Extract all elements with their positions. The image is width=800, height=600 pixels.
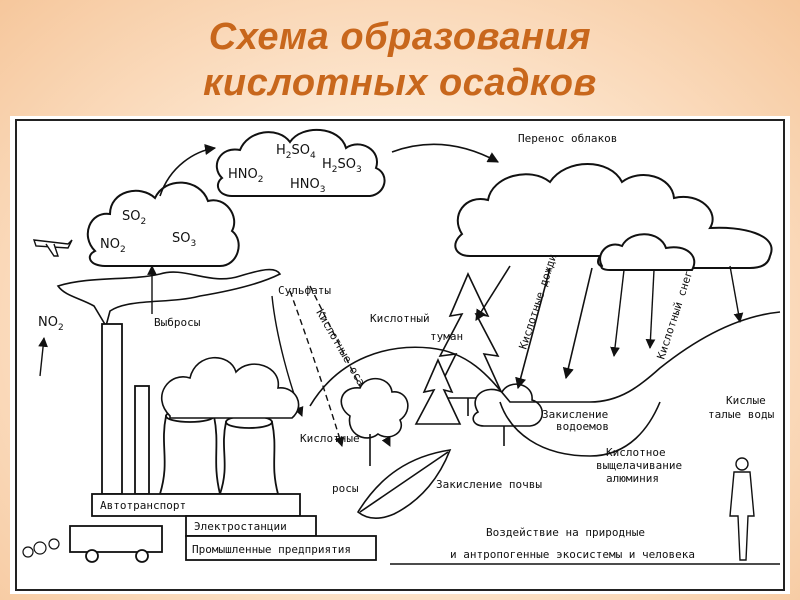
transport-label: Автотранспорт bbox=[100, 499, 186, 512]
factory-smoke-icon bbox=[160, 356, 300, 419]
emissions-label: Выбросы bbox=[154, 316, 201, 329]
meltwater-label-1: Кислые bbox=[726, 394, 766, 407]
acid-dew-label-2: росы bbox=[332, 482, 359, 495]
h2so4-formula: H2SO4 bbox=[276, 143, 316, 161]
rain-arrow-3 bbox=[562, 267, 593, 380]
title-line-2: кислотных осадков bbox=[203, 62, 597, 104]
snow-arrow-1 bbox=[610, 269, 625, 357]
exhaust-puffs-icon bbox=[22, 538, 60, 558]
rain-arrow-1 bbox=[475, 265, 511, 321]
hills-outline bbox=[309, 311, 781, 407]
arrow-cloud-transfer bbox=[391, 143, 499, 163]
rain-arrow-2 bbox=[515, 267, 551, 390]
water-body bbox=[499, 401, 661, 457]
aluminum-label-3: алюминия bbox=[606, 472, 659, 485]
sulfates-label: Сульфаты bbox=[278, 284, 331, 297]
arrow-cloud-to-cloud bbox=[159, 143, 217, 197]
acid-dew-label-1: Кислотные bbox=[300, 432, 360, 445]
arrow-no2-up bbox=[38, 337, 48, 377]
snow-arrow-3 bbox=[729, 265, 744, 323]
so3-formula: SO3 bbox=[172, 231, 196, 249]
diagram-drawing: SO2 NO2 SO3 H2SO4 HNO2 H2SO3 HNO3 NO2 Пе… bbox=[15, 119, 785, 591]
cloud-top-icon bbox=[215, 129, 386, 197]
no2-left-formula: NO2 bbox=[38, 315, 64, 333]
snow-arrow-2 bbox=[645, 269, 656, 349]
impact-label-1: Воздействие на природные bbox=[486, 526, 645, 539]
acid-rain-diagram: SO2 NO2 SO3 H2SO4 HNO2 H2SO3 HNO3 NO2 Пе… bbox=[10, 116, 790, 594]
h2so3-formula: H2SO3 bbox=[322, 157, 362, 175]
airplane-icon bbox=[32, 239, 73, 257]
fir-tree-small-icon bbox=[414, 358, 462, 425]
cloud-left-icon bbox=[86, 181, 240, 267]
title-line-1: Схема образования bbox=[208, 16, 592, 58]
leaf-icon bbox=[356, 449, 452, 520]
acid-rain-label: Кислотные дожди bbox=[516, 252, 559, 350]
aluminum-label-2: выщелачивание bbox=[596, 459, 682, 472]
industry-label: Промышленные предприятия bbox=[192, 543, 351, 556]
so2-formula: SO2 bbox=[122, 209, 146, 227]
water-acid-label-2: водоемов bbox=[556, 420, 609, 433]
page-title: Схема образования кислотных осадков bbox=[0, 14, 800, 106]
bush-icon bbox=[472, 383, 544, 446]
diagram-frame bbox=[15, 119, 785, 591]
cloud-small-right-icon bbox=[599, 233, 696, 271]
power-plants-label: Электростанции bbox=[194, 520, 287, 533]
cloud-transfer-label: Перенос облаков bbox=[518, 132, 617, 145]
acid-fog-label-2: туман bbox=[430, 330, 463, 343]
deciduous-tree-icon bbox=[340, 377, 409, 466]
soil-acid-label: Закисление почвы bbox=[436, 478, 542, 491]
hno2-formula: HNO2 bbox=[228, 167, 263, 185]
meltwater-label-2: талые воды bbox=[708, 408, 775, 421]
hno3-formula: HNO3 bbox=[290, 177, 325, 195]
arrow-deposition-1 bbox=[289, 290, 345, 447]
no2-formula: NO2 bbox=[100, 237, 126, 255]
person-icon bbox=[729, 457, 755, 561]
aluminum-label-1: Кислотное bbox=[606, 446, 666, 459]
acid-fog-label-1: Кислотный bbox=[370, 312, 430, 325]
impact-label-2: и антропогенные экосистемы и человека bbox=[450, 548, 695, 561]
smoke-plume bbox=[56, 268, 282, 329]
water-acid-label-1: Закисление bbox=[542, 408, 608, 421]
